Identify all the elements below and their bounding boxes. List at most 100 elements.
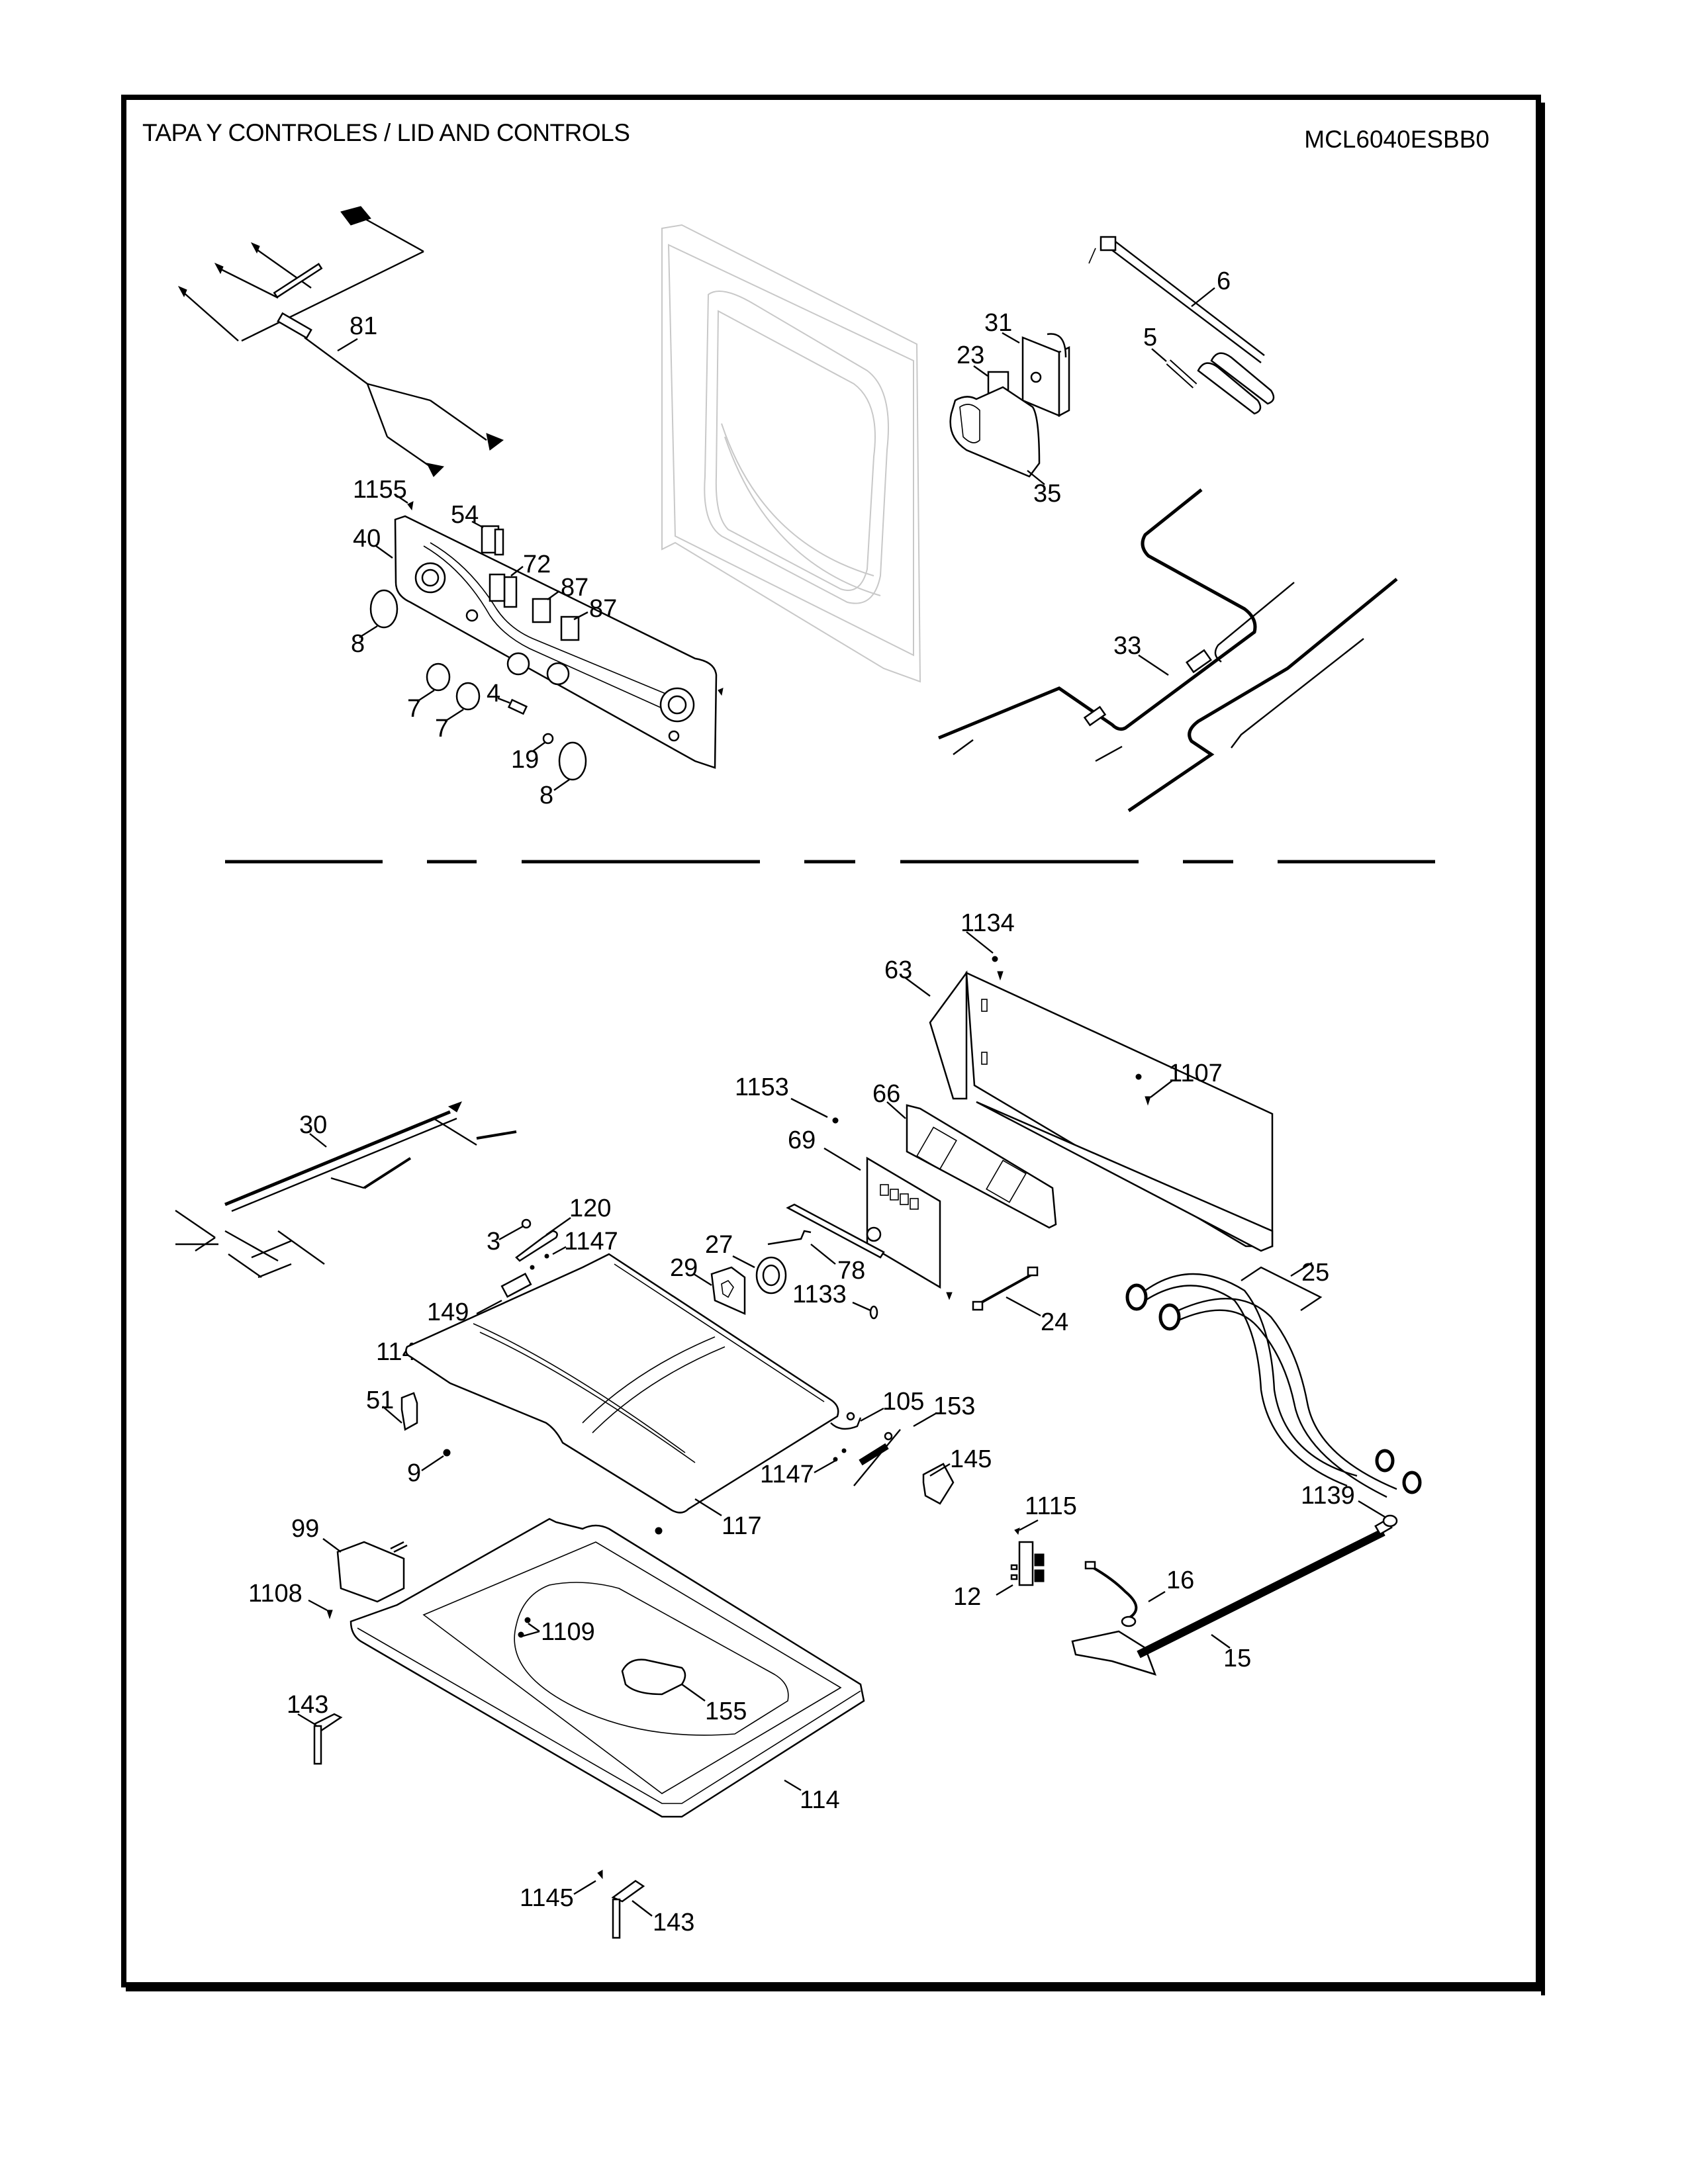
callout-87-a: 87 [561,574,588,602]
callout-8-b: 8 [539,782,553,809]
part-7-knob-b [455,682,481,711]
callout-6: 6 [1217,267,1231,295]
callout-1108: 1108 [248,1580,303,1608]
callout-16: 16 [1166,1567,1194,1594]
callout-143-b: 143 [653,1909,694,1936]
part-1153-screw [832,1117,839,1124]
callout-153: 153 [933,1392,975,1420]
part-19-button [542,733,554,745]
part-6-heater-harness [1088,236,1275,415]
diagram-title: TAPA Y CONTROLES / LID AND CONTROLS [142,119,630,146]
diagram-frame [121,95,1541,1987]
part-54-switch [481,525,504,556]
part-145-hinge-bracket [922,1463,955,1505]
part-8-knob-right [558,741,587,781]
callout-1134: 1134 [961,909,1015,937]
callout-63: 63 [884,956,912,984]
part-9-bumper [443,1449,451,1457]
part-143-hinge-a [312,1713,343,1765]
part-8-knob-left [369,589,399,629]
part-24-sensor-harness [972,1266,1039,1311]
part-1109-screws [518,1617,531,1638]
part-87-switch-b [560,615,580,641]
part-1107-screw [1135,1073,1151,1106]
callout-99: 99 [291,1515,319,1543]
part-1155-screw [407,501,414,511]
part-87-switch-a [532,598,551,623]
frame-shadow-right [1541,103,1545,1995]
part-30-lid-harness [175,1101,517,1279]
part-3-cap [521,1218,532,1229]
part-63-control-housing [929,970,1274,1252]
callout-25: 25 [1301,1259,1329,1287]
part-4-nameplate [507,698,528,715]
callout-31: 31 [984,309,1012,337]
callout-40: 40 [353,525,381,553]
part-27-pressure-switch [755,1256,787,1295]
part-40-control-panel [394,515,718,769]
callout-143-a: 143 [287,1691,328,1719]
callout-1155: 1155 [353,476,407,504]
frame-shadow-bottom [126,1987,1545,1991]
callout-1109: 1109 [541,1618,595,1646]
callout-15: 15 [1223,1645,1251,1672]
callout-120: 120 [569,1195,611,1222]
callout-8-a: 8 [351,630,365,658]
part-1133-clip [869,1305,878,1320]
callout-105: 105 [882,1388,924,1416]
callout-69: 69 [788,1126,816,1154]
part-1108-screw [326,1610,333,1619]
board-screw [946,1292,953,1300]
callout-114: 114 [800,1786,840,1814]
model-number: MCL6040ESBB0 [1304,126,1489,153]
part-9-bumper-cover [655,1527,663,1535]
part-81-wire-harness [177,206,504,477]
callout-1153: 1153 [735,1073,789,1101]
part-69-control-board [866,1156,941,1289]
callout-66: 66 [872,1080,900,1108]
callout-145: 145 [950,1445,992,1473]
part-143-hinge-b [611,1880,645,1939]
callout-54: 54 [451,501,479,529]
callout-5: 5 [1143,324,1157,351]
part-1147-screw-a [530,1253,549,1270]
part-33-main-harness [938,488,1398,813]
callout-1147-a: 1147 [564,1228,618,1255]
part-1134-screws [992,956,1004,981]
part-78-ribbon-harness [767,1203,885,1259]
panel-screw-right [718,688,724,696]
part-1139-hose-clamp [1382,1514,1398,1527]
callout-117: 117 [722,1512,762,1540]
part-5-sleeve [1166,359,1197,388]
callout-87-b: 87 [589,595,617,623]
callout-12: 12 [953,1583,981,1611]
callout-4: 4 [487,680,500,707]
callout-27: 27 [705,1231,733,1259]
callout-155: 155 [705,1698,747,1725]
part-1145-screw-b [597,1870,603,1880]
part-105-hinge-pin [830,1412,862,1430]
callout-1133: 1133 [792,1281,847,1308]
callout-51: 51 [366,1387,394,1414]
cabinet-front-ghost [661,224,921,683]
part-51-lid-bumper [400,1392,418,1431]
callout-1115: 1115 [1025,1492,1077,1520]
part-1147-screw-b [833,1448,847,1462]
part-153-lid-spring [853,1429,901,1486]
callout-81: 81 [350,312,377,340]
callout-33: 33 [1113,632,1141,660]
part-7-knob-a [426,662,451,692]
part-72-led-board [489,573,518,608]
part-29-switch-bracket [710,1266,746,1315]
part-117-lid [405,1253,839,1514]
callout-78: 78 [837,1257,865,1285]
callout-1107: 1107 [1168,1060,1223,1087]
part-120-lid-switch-actuator [515,1230,558,1262]
part-1115-screw [1014,1527,1020,1535]
callout-1147-b: 1147 [760,1461,814,1488]
callout-29: 29 [670,1254,698,1282]
part-99-lid-lock [336,1541,408,1603]
callout-1145-b: 1145 [520,1884,574,1912]
callout-19: 19 [511,746,539,774]
